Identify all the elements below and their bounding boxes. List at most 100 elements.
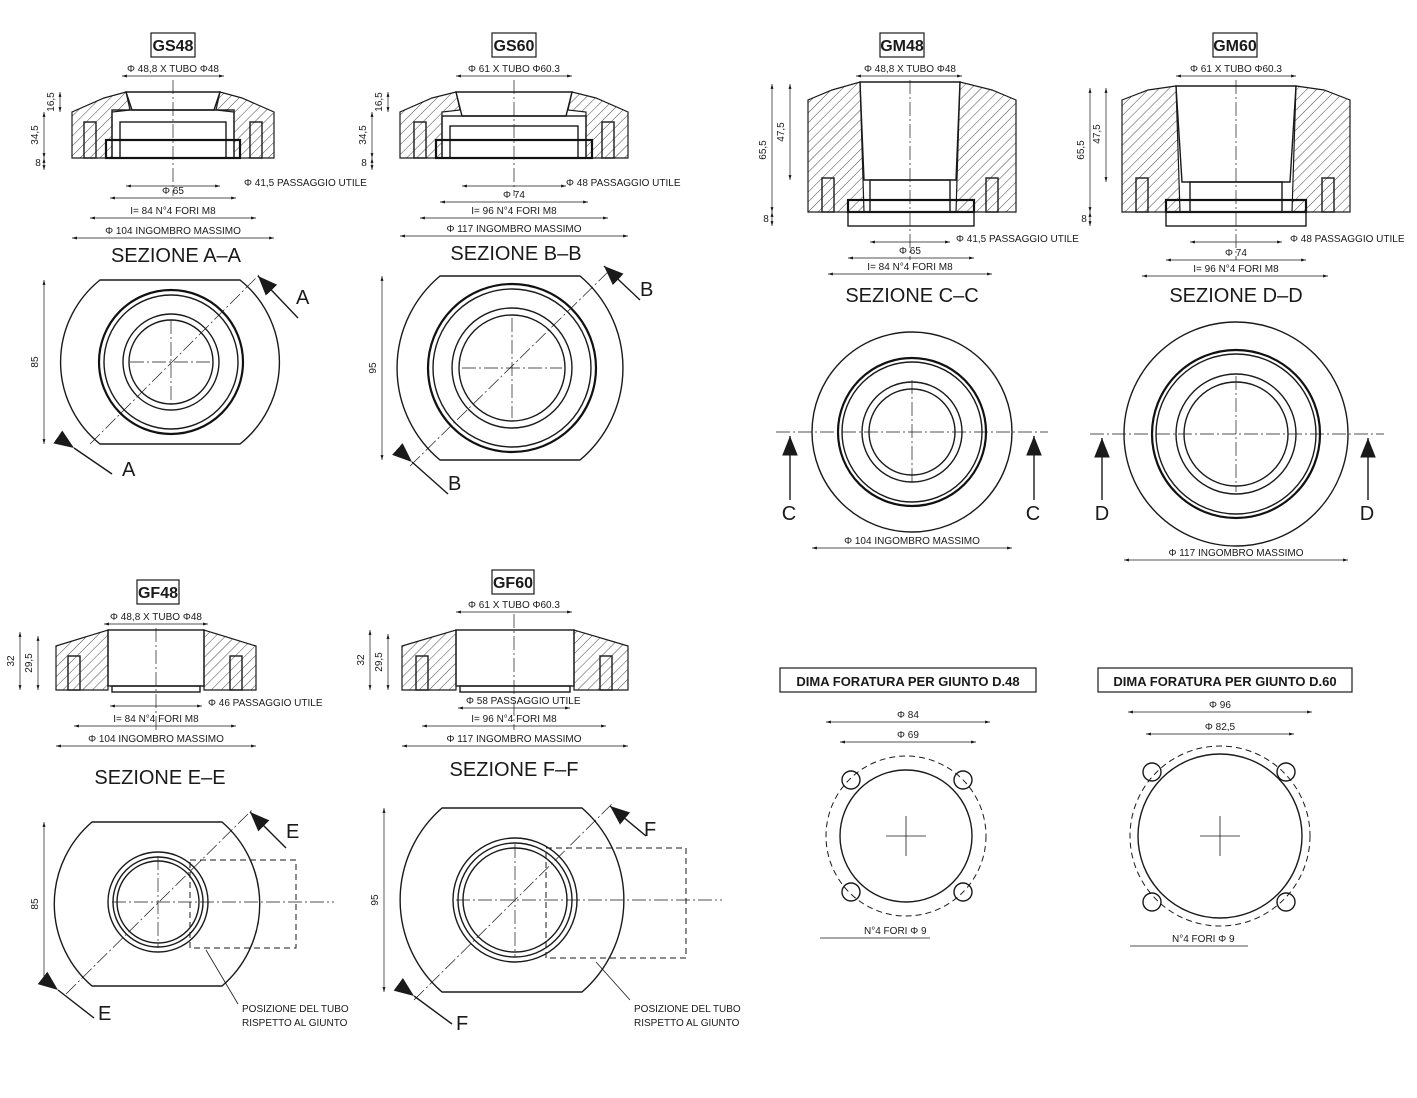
gf48-cut-e-top: E	[286, 821, 299, 843]
gm48-tube-dim: Φ 48,8 X TUBO Φ48	[864, 64, 956, 75]
gs48-section-view: GS48 Φ 48,8 X TUBO Φ48 34,5 16,5 8 Φ 41,…	[30, 32, 367, 267]
gm60-h-total: 65,5	[1076, 140, 1087, 160]
gs48-d65: Φ 65	[162, 186, 184, 197]
gf60-cut-f-top: F	[644, 819, 656, 841]
gs48-h-top: 16,5	[46, 92, 57, 112]
gs60-title-box	[491, 32, 537, 58]
gm60-ing: Φ 117 INGOMBRO MASSIMO	[1168, 548, 1303, 559]
gs60-h-total: 34,5	[358, 125, 369, 145]
gf48-section-view: GF48 Φ 48,8 X TUBO Φ48 32 29,5 Φ 46 PASS…	[6, 579, 323, 789]
gs48-section-label: SEZIONE A–A	[111, 245, 242, 267]
gm60-title-box	[1212, 32, 1258, 58]
gm48-d65: Φ 65	[899, 246, 921, 257]
gm60-section-label: SEZIONE D–D	[1169, 285, 1302, 307]
gs60-cut-b-top: B	[640, 279, 653, 301]
gs48-title: GS48	[153, 38, 194, 55]
gm48-h-mid: 47,5	[776, 122, 787, 142]
dima-48-d69: Φ 69	[897, 730, 919, 741]
gs60-ing: Φ 117 INGOMBRO MASSIMO	[446, 224, 581, 235]
gm48-section-view: GM48 Φ 48,8 X TUBO Φ48 65,5 47,5 8 Φ 41,…	[758, 32, 1079, 307]
dima-48-holes: N°4 FORI Φ 9	[864, 926, 927, 937]
dima-48-title: DIMA FORATURA PER GIUNTO D.48	[796, 674, 1019, 689]
gf48-h85: 85	[30, 898, 41, 910]
gf60-section-view: GF60 Φ 61 X TUBO Φ60.3 32 29,5 Φ 58 PASS…	[356, 569, 629, 781]
gs48-title-box	[150, 32, 196, 58]
gm48-holes: I= 84 N°4 FORI M8	[867, 262, 953, 273]
gs60-section-label: SEZIONE B–B	[450, 243, 581, 265]
gm48-title: GM48	[880, 38, 924, 55]
gm48-title-box	[879, 32, 925, 58]
gf48-tube-dim: Φ 48,8 X TUBO Φ48	[110, 612, 202, 623]
gm48-cut-c-right: C	[1026, 503, 1040, 525]
gm60-cut-d-right: D	[1360, 503, 1374, 525]
gs60-holes: I= 96 N°4 FORI M8	[471, 206, 557, 217]
gm48-cut-c-left: C	[782, 503, 796, 525]
gm60-d74: Φ 74	[1225, 248, 1247, 259]
gm60-section-view: GM60 Φ 61 X TUBO Φ60.3 65,5 47,5 8 Φ 48 …	[1076, 32, 1405, 307]
gf60-note-2: RISPETTO AL GIUNTO	[634, 1018, 740, 1029]
gf60-pass: Φ 58 PASSAGGIO UTILE	[466, 696, 581, 707]
gs48-top-view: 85 A A	[30, 273, 310, 481]
dima-48-d84: Φ 84	[897, 710, 919, 721]
gf48-title: GF48	[138, 585, 178, 602]
dima-60-d96: Φ 96	[1209, 700, 1231, 711]
gf48-top-view: 85 E E POSIZIONE DEL TUBO RISPETTO AL GI…	[30, 809, 349, 1029]
gf60-h-mid: 29,5	[374, 652, 385, 672]
gm60-top-view: D D Φ 117 INGOMBRO MASSIMO	[1090, 321, 1384, 562]
gm60-tube-dim: Φ 61 X TUBO Φ60.3	[1190, 64, 1282, 75]
gm60-holes: I= 96 N°4 FORI M8	[1193, 264, 1279, 275]
gf48-note-2: RISPETTO AL GIUNTO	[242, 1018, 348, 1029]
gf48-ing: Φ 104 INGOMBRO MASSIMO	[88, 734, 224, 745]
gm60-cut-d-left: D	[1095, 503, 1109, 525]
dima-60-holes: N°4 FORI Φ 9	[1172, 934, 1235, 945]
dima-48-title-box	[779, 667, 1037, 693]
gs48-holes: I= 84 N°4 FORI M8	[130, 206, 216, 217]
gs48-pass: Φ 41,5 PASSAGGIO UTILE	[244, 178, 367, 189]
gf48-pass: Φ 46 PASSAGGIO UTILE	[208, 698, 323, 709]
gf60-section-label: SEZIONE F–F	[450, 759, 579, 781]
dima-60-title-box	[1097, 667, 1353, 693]
gs60-section-view: GS60 Φ 61 X TUBO Φ60.3 34,5 16,5 8 Φ 48 …	[358, 32, 681, 265]
gf60-h-total: 32	[356, 654, 367, 666]
gf48-holes: I= 84 N°4 FORI M8	[113, 714, 199, 725]
gs60-h95: 95	[368, 362, 379, 374]
gs60-tube-dim: Φ 61 X TUBO Φ60.3	[468, 64, 560, 75]
gm48-top-view: C C Φ 104 INGOMBRO MASSIMO	[776, 331, 1048, 550]
dima-60-view: DIMA FORATURA PER GIUNTO D.60 Φ 96 Φ 82,…	[1097, 667, 1353, 947]
gm48-pass: Φ 41,5 PASSAGGIO UTILE	[956, 234, 1079, 245]
gm48-h-total: 65,5	[758, 140, 769, 160]
gf48-cut-e-bottom: E	[98, 1003, 111, 1025]
gf60-cut-f-bottom: F	[456, 1013, 468, 1035]
gs48-tube-dim: Φ 48,8 X TUBO Φ48	[127, 64, 219, 75]
gf60-title: GF60	[493, 575, 533, 592]
gs60-top-view: 95 B B	[368, 265, 653, 495]
gf48-section-label: SEZIONE E–E	[94, 767, 225, 789]
gs48-cut-a-bottom: A	[122, 459, 136, 481]
gs48-h-total: 34,5	[30, 125, 41, 145]
gf48-title-box	[136, 579, 180, 605]
gs48-cut-a-top: A	[296, 287, 310, 309]
gf60-tube-dim: Φ 61 X TUBO Φ60.3	[468, 600, 560, 611]
gm60-pass: Φ 48 PASSAGGIO UTILE	[1290, 234, 1405, 245]
gf60-h95: 95	[370, 894, 381, 906]
gs48-ing: Φ 104 INGOMBRO MASSIMO	[105, 226, 241, 237]
gm48-section-label: SEZIONE C–C	[845, 285, 978, 307]
gf48-h-mid: 29,5	[24, 653, 35, 673]
gf60-holes: I= 96 N°4 FORI M8	[471, 714, 557, 725]
gm60-h-bottom: 8	[1081, 214, 1087, 225]
gs48-h-bottom: 8	[35, 158, 41, 169]
gf60-ing: Φ 117 INGOMBRO MASSIMO	[446, 734, 581, 745]
dima-48-view: DIMA FORATURA PER GIUNTO D.48 Φ 84 Φ 69 …	[779, 667, 1037, 939]
gf60-top-view: 95 F F POSIZIONE DEL TUBO RISPETTO AL GI…	[370, 801, 741, 1035]
gm60-title: GM60	[1213, 38, 1257, 55]
gf60-note-1: POSIZIONE DEL TUBO	[634, 1004, 741, 1015]
gs60-cut-b-bottom: B	[448, 473, 461, 495]
dima-60-title: DIMA FORATURA PER GIUNTO D.60	[1113, 674, 1336, 689]
gm60-h-mid: 47,5	[1092, 124, 1103, 144]
gm48-h-bottom: 8	[763, 214, 769, 225]
gs48-h85: 85	[30, 356, 41, 368]
gf48-h-total: 32	[6, 655, 17, 667]
gf48-note-1: POSIZIONE DEL TUBO	[242, 1004, 349, 1015]
